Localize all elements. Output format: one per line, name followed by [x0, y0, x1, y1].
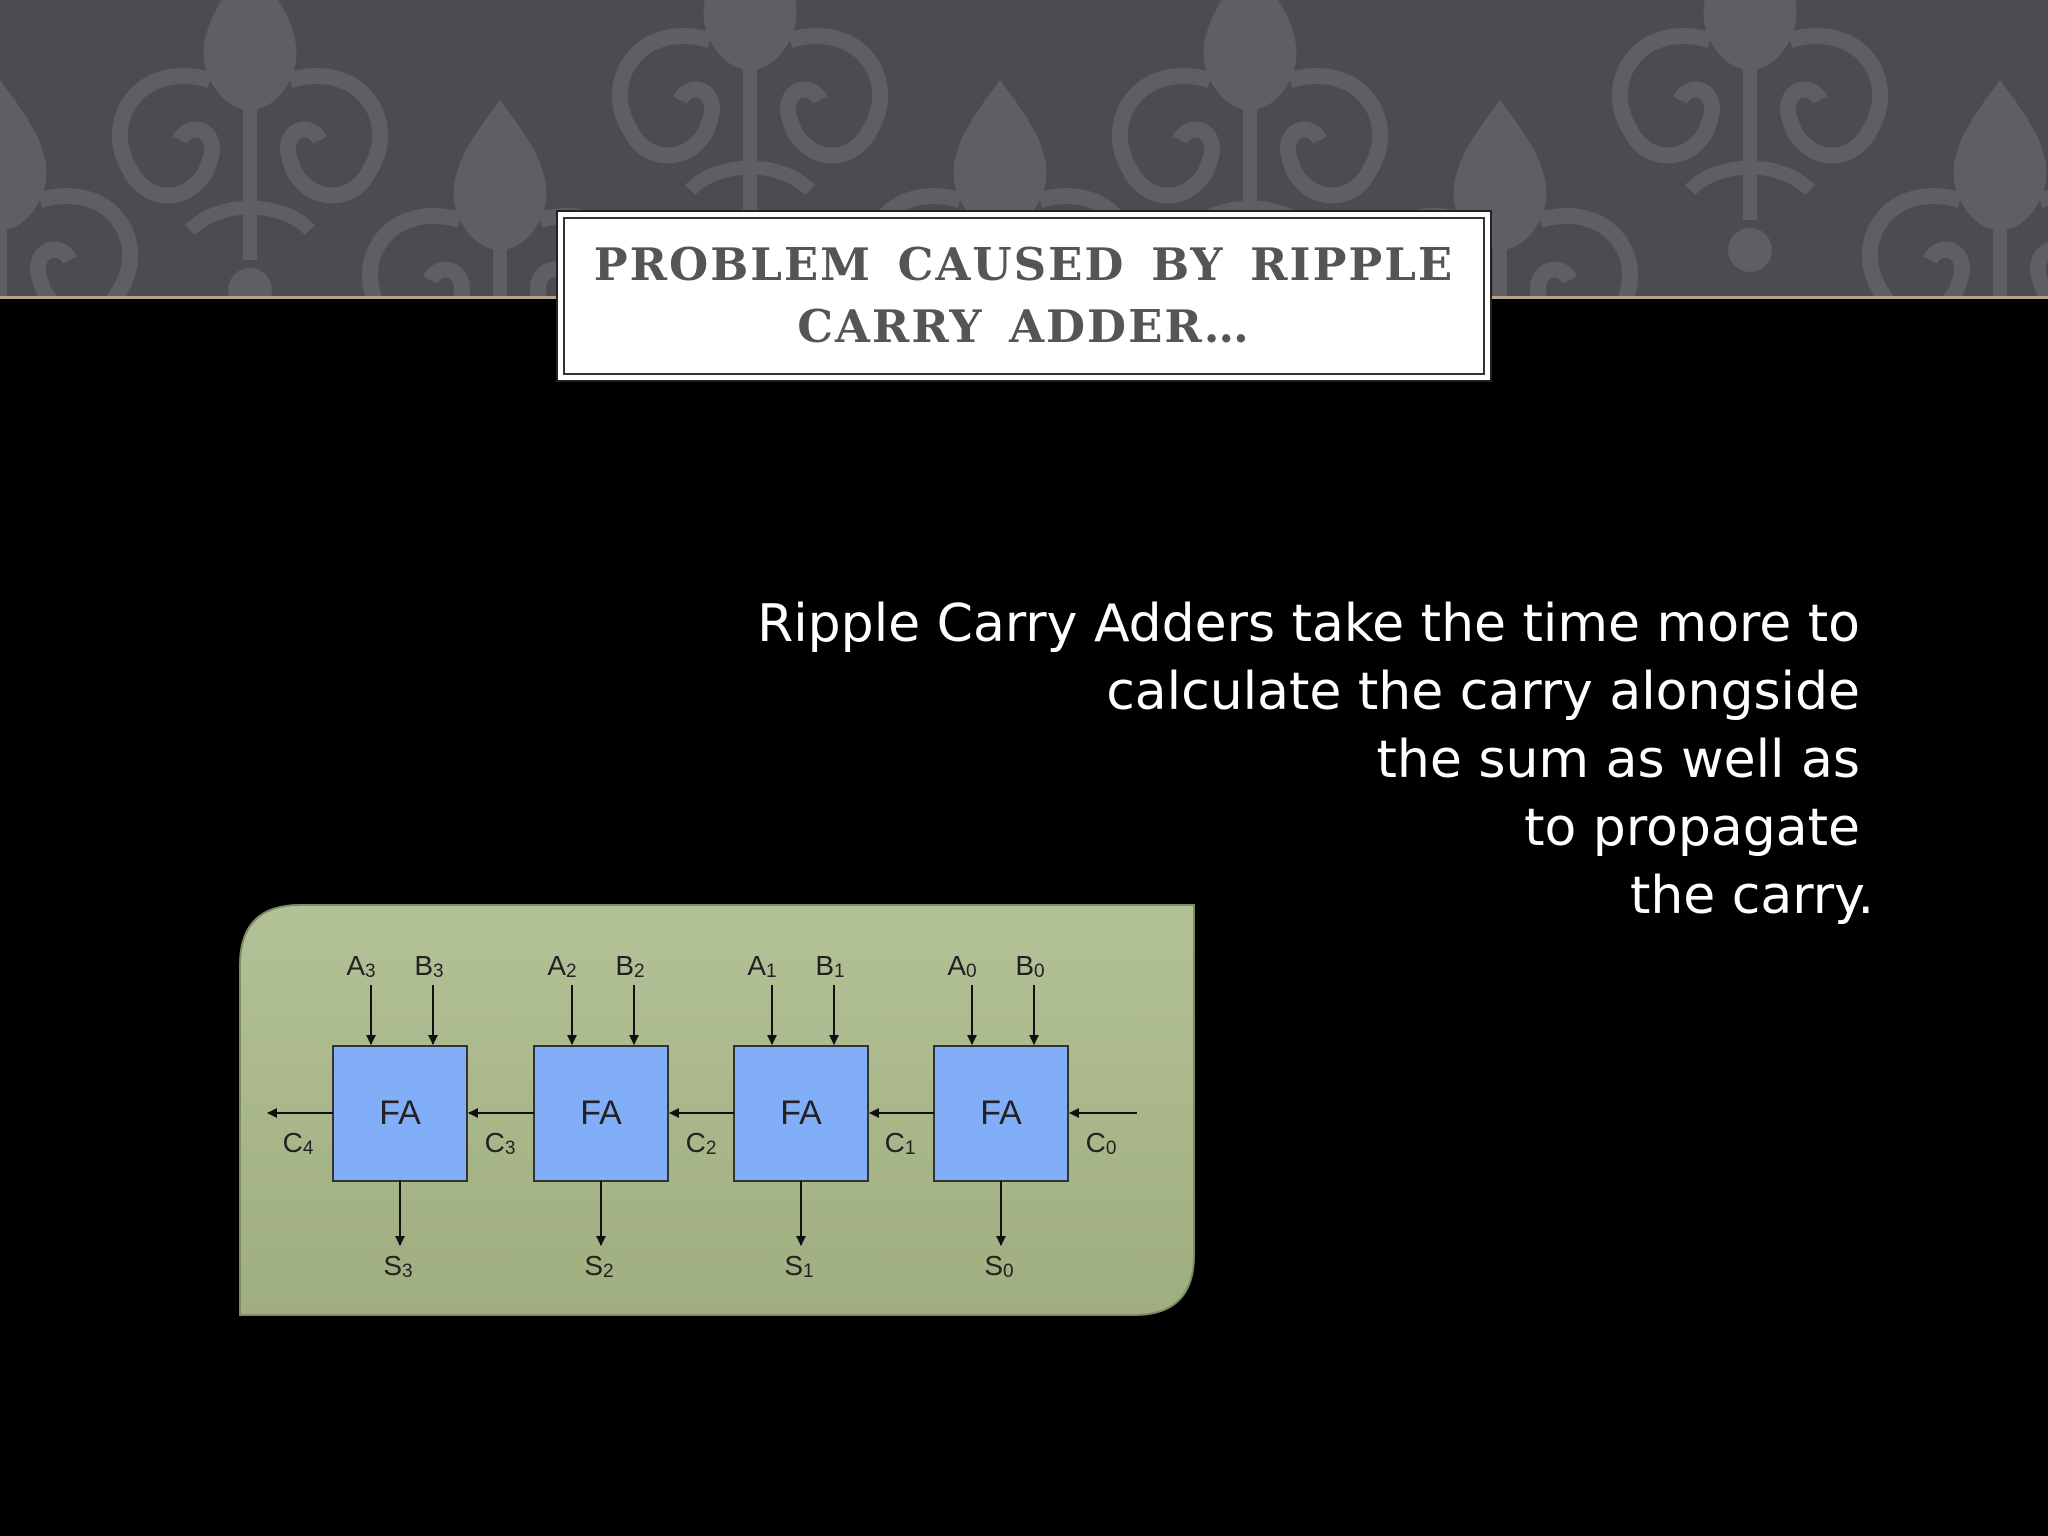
input-a-label: A3 [346, 950, 375, 982]
body-line: Ripple Carry Adders take the time more t… [757, 594, 1860, 654]
input-a-label: A2 [547, 950, 576, 982]
sum-label: S3 [383, 1250, 412, 1282]
full-adder-label: FA [379, 1094, 421, 1132]
carry-label: C2 [686, 1127, 717, 1159]
body-line: the sum as well as [1376, 730, 1861, 790]
full-adder-block [933, 1045, 1069, 1182]
full-adder-block [533, 1045, 669, 1182]
input-b-label: B0 [1015, 950, 1044, 982]
carry-label: C4 [283, 1127, 314, 1159]
sum-label: S2 [584, 1250, 613, 1282]
body-line: the carry. [1629, 866, 1874, 926]
sum-label: S1 [784, 1250, 813, 1282]
full-adder-label: FA [580, 1094, 622, 1132]
full-adder-label: FA [980, 1094, 1022, 1132]
body-line: calculate the carry alongside [1106, 662, 1860, 722]
input-a-label: A1 [747, 950, 776, 982]
slide-title: PROBLEM CAUSED BY RIPPLE CARRY ADDER… [593, 238, 1455, 353]
carry-label: C3 [485, 1127, 516, 1159]
input-a-label: A0 [947, 950, 976, 982]
input-b-label: B2 [615, 950, 644, 982]
carry-label: C0 [1086, 1127, 1117, 1159]
full-adder-label: FA [780, 1094, 822, 1132]
input-b-label: B3 [414, 950, 443, 982]
body-line: to propagate [1524, 798, 1860, 858]
full-adder-block [332, 1045, 468, 1182]
carry-label: C1 [885, 1127, 916, 1159]
title-box: PROBLEM CAUSED BY RIPPLE CARRY ADDER… [556, 210, 1492, 382]
diagram-panel [239, 904, 1195, 1316]
title-frame: PROBLEM CAUSED BY RIPPLE CARRY ADDER… [563, 217, 1485, 375]
body-text: Ripple Carry Adders take the time more t… [600, 590, 1874, 930]
input-b-label: B1 [815, 950, 844, 982]
sum-label: S0 [984, 1250, 1013, 1282]
